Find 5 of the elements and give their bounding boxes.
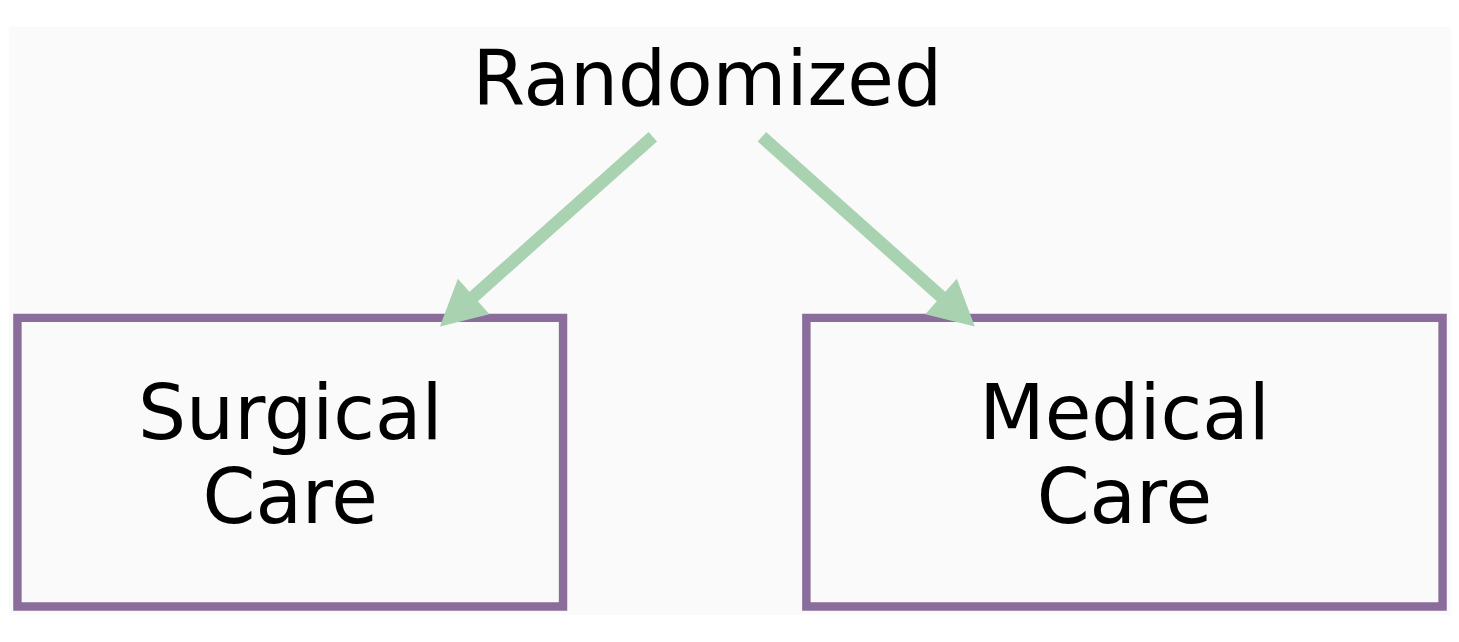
arrow xyxy=(757,132,975,327)
node-box: Medical Care xyxy=(801,313,1447,611)
node-text: Randomized xyxy=(472,34,942,123)
arrow xyxy=(439,132,657,327)
node-box: Surgical Care xyxy=(12,313,567,611)
